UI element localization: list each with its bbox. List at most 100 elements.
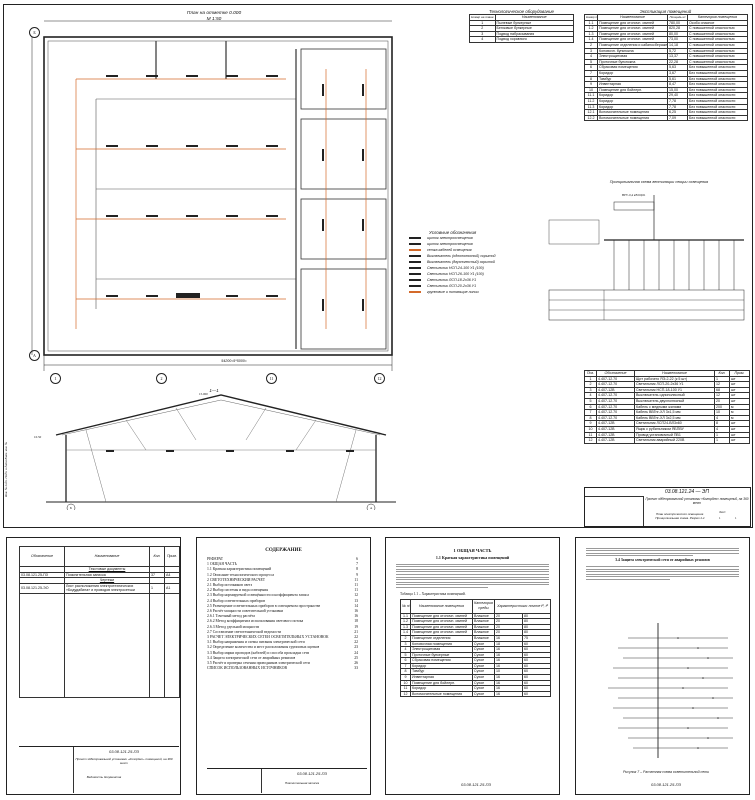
toc-item[interactable]: 3.4 Защита электрической сети от аварийн… — [207, 656, 358, 661]
toc-item-page: 26 — [354, 661, 358, 666]
legend-item: щиток электроосвещения — [409, 241, 539, 247]
legend-item: Светильник ЛСП-20-2х36 У1 — [409, 283, 539, 289]
toc-item[interactable]: 2.7 Составление светотехнической ведомос… — [207, 630, 358, 635]
toc-item[interactable]: 2.5 Размещение осветительных приборов в … — [207, 604, 358, 609]
toc-item[interactable]: 3 РАСЧЕТ ЭЛЕКТРИЧЕСКИХ СЕТЕЙ ОСВЕТИТЕЛЬН… — [207, 635, 358, 640]
toc-item[interactable]: 3.5 Расчёт и проверка сечения проводнико… — [207, 661, 358, 666]
cell: Без повышенной опасности — [687, 69, 748, 77]
cell: Лист расположения электротехнических «Би… — [64, 582, 150, 594]
cell: Пылевые бункерные — [494, 19, 575, 27]
equipment-col-num: Номер на плане — [469, 14, 496, 21]
rooms-col-category: Категория помещения — [687, 14, 748, 21]
plan-total-dimension: 54200=5*5000= — [221, 359, 247, 363]
rooms-col-area: Площадь м² — [667, 14, 688, 21]
cell: Без повышенной опасности — [687, 75, 748, 83]
section-left-mark: 10.50 — [34, 435, 42, 439]
rooms-table-title: Экспликация помещений — [639, 9, 692, 14]
legend-item: Светильник НСП-26-100 У1 (100) — [409, 271, 539, 277]
cell: 1 — [149, 582, 165, 594]
doc-col-note: Прим. — [164, 546, 180, 567]
toc-item-page: 14 — [354, 603, 358, 608]
section-axis-b: Б — [70, 506, 72, 510]
general-stamp-code: 03.08.121.25-ПЗ — [460, 782, 492, 787]
protection-stamp-code: 03.08.121.25-ПЗ — [650, 782, 682, 787]
toc-item-title: 2.3 Выбор нормируемой освещённости и коэ… — [207, 593, 309, 598]
page-protection: 3.4 Защита электрической сети от аварийн… — [575, 537, 750, 795]
section-drawing — [46, 394, 396, 510]
toc-item-title: РЕФЕРАТ — [207, 557, 224, 561]
toc-item-title: 2.1 Выбор источников света — [207, 583, 253, 588]
section-mark: 15.000 — [199, 392, 208, 396]
cell: м — [729, 414, 750, 422]
cell: шт — [729, 381, 750, 388]
legend-label: групповые и питающие линии — [427, 290, 479, 294]
toc-item[interactable]: 3.3 Выбор марки проводов (кабелей) и спо… — [207, 651, 358, 656]
cell: 16 — [494, 690, 523, 698]
legend-label: сетка кабелей освещения — [427, 248, 472, 252]
toc-item-page: 22 — [354, 640, 358, 645]
toc-title: СОДЕРЖАНИЕ — [265, 548, 302, 553]
legend-label: Выключатель (двухполюсный) скрытой — [427, 260, 495, 264]
equipment-col-name: Наименование — [494, 14, 575, 21]
cell: 7,09 — [667, 114, 688, 122]
legend-item: групповые и питающие линии — [409, 289, 539, 295]
protection-lines-top — [576, 538, 749, 557]
cell: Без повышенной опасности — [687, 64, 748, 71]
toc-item-title: 1.1 Краткая характеристика помещений — [207, 567, 272, 572]
toc-item-page: 22 — [354, 635, 358, 640]
main-stamp-title: Проект эдбетровальной установки «Колордн… — [645, 497, 749, 505]
legend-label: Светильник ЛСП-20-2х36 У1 — [427, 284, 477, 288]
legend-symbol-icon — [409, 261, 421, 263]
doc-col-code: Обозначение — [19, 546, 65, 567]
cell: Бензовые бункерные — [494, 25, 575, 32]
toc-item[interactable]: 2.3 Выбор нормируемой освещённости и коэ… — [207, 593, 358, 598]
schematic-panel-label: ВРУ-0,4 кВ ЩО1 — [622, 193, 646, 197]
toc-item[interactable]: 2.6 Расчёт мощности осветительной устано… — [207, 609, 358, 614]
legend-symbol-icon — [409, 249, 421, 251]
cell: Без повышенной опасности — [687, 103, 748, 111]
cell: Помещение для отопочн. свиней — [410, 612, 473, 620]
main-stamp-subtitle: План электрического освещения. Принципиа… — [655, 512, 705, 520]
doc-list-stamp: 03.08.121.25-ПЗ Проект эдбетровальной ус… — [19, 746, 179, 793]
cell: шт — [729, 392, 750, 399]
cell: шт — [729, 420, 750, 427]
main-stamp-sheet: 1 — [719, 516, 721, 520]
toc-item[interactable]: 2.6.2 Метод коэффициента использования с… — [207, 619, 358, 624]
toc-stamp-sub: Пояснительная записка — [284, 781, 320, 785]
legend-item: сетка кабелей освещения — [409, 247, 539, 253]
axis-bubble-b: Б — [29, 27, 40, 38]
legend-symbol-icon — [409, 255, 421, 257]
toc-item[interactable]: 3.2 Определение количества и мест распол… — [207, 645, 358, 650]
doc-list-stamp-code: 03.08.121.25-ПЗ — [108, 749, 140, 754]
toc-item-title: 2.6 Расчёт мощности осветительной устано… — [207, 609, 284, 614]
general-subheading: 1.1 Краткая характеристика помещений — [435, 555, 510, 560]
toc-item-page: 16 — [354, 614, 358, 619]
cell: Светильник аварийный 220В — [634, 437, 715, 444]
toc-item[interactable]: 3.1 Выбор напряжения и схемы питания эле… — [207, 640, 358, 645]
legend-title: Условные обозначения — [429, 230, 477, 235]
toc-item-title: 3.1 Выбор напряжения и схемы питания эле… — [207, 640, 305, 645]
cell: 4.407-12В — [596, 437, 635, 444]
legend-symbol-icon — [409, 273, 421, 275]
floor-plan — [31, 20, 393, 371]
